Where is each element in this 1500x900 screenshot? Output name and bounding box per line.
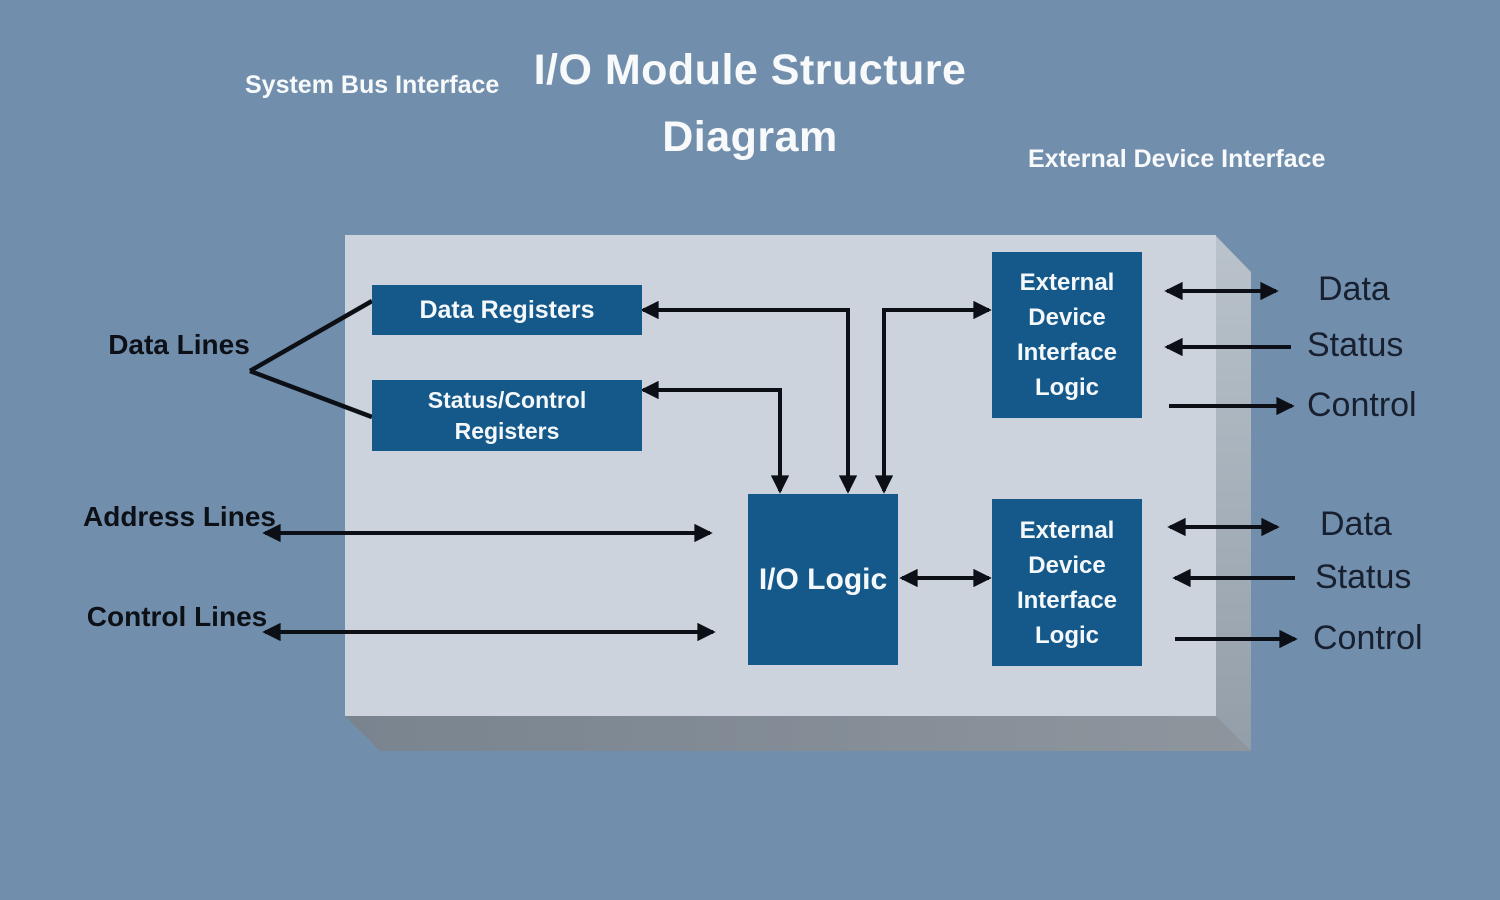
system-bus-interface-line1: System Bus bbox=[245, 71, 389, 99]
device-top-data-label: Data bbox=[1318, 269, 1390, 308]
control-lines-label: Control Lines bbox=[82, 598, 272, 636]
external-device-interface-line1: External Device bbox=[1028, 145, 1215, 173]
status-control-registers-block: Status/Control Registers bbox=[372, 380, 642, 451]
external-device-interface-label: External Device Interface bbox=[1028, 140, 1325, 179]
system-bus-interface-label: System Bus Interface bbox=[245, 66, 499, 105]
external-bottom-line1: External bbox=[1019, 516, 1115, 544]
system-bus-interface-line2: Interface bbox=[395, 71, 500, 99]
io-logic-block: I/O Logic bbox=[748, 494, 898, 665]
external-device-logic-top-block: External Device Interface Logic bbox=[992, 252, 1142, 418]
module-bottom-face bbox=[345, 716, 1251, 751]
data-lines-line2: Lines bbox=[176, 329, 250, 360]
external-device-interface-line2: Interface bbox=[1221, 145, 1326, 173]
data-registers-block: Data Registers bbox=[372, 285, 642, 335]
arrow-io-logic-external-top bbox=[874, 300, 992, 494]
arrow-status-registers-io-logic bbox=[640, 380, 790, 494]
external-top-line2: Device bbox=[1028, 304, 1106, 331]
address-lines-line1: Address bbox=[83, 501, 196, 532]
arrow-data-lines-fork-lower bbox=[249, 368, 373, 420]
page-title-line1: I/O Module Structure bbox=[533, 46, 967, 94]
arrow-data-registers-io-logic bbox=[640, 300, 858, 494]
module-right-face bbox=[1216, 236, 1251, 751]
control-lines-line2: Lines bbox=[194, 601, 268, 632]
external-top-line1: External bbox=[1019, 269, 1115, 296]
device-top-control-label: Control bbox=[1307, 385, 1417, 424]
device-bottom-data-label: Data bbox=[1320, 504, 1392, 543]
device-bottom-control-label: Control bbox=[1313, 618, 1423, 657]
arrows-layer bbox=[248, 281, 1298, 649]
address-lines-line2: Lines bbox=[202, 501, 276, 532]
device-top-status-label: Status bbox=[1307, 325, 1404, 364]
external-bottom-line2: Device bbox=[1028, 551, 1106, 579]
io-logic-label: I/O Logic bbox=[758, 562, 888, 596]
device-bottom-status-label: Status bbox=[1315, 557, 1412, 596]
status-control-line2: Registers bbox=[454, 417, 560, 444]
external-bottom-line4: Logic bbox=[1035, 621, 1099, 649]
external-top-line4: Logic bbox=[1035, 374, 1099, 401]
external-bottom-line3: Interface bbox=[1016, 586, 1118, 614]
page-title-line2: Diagram bbox=[662, 113, 838, 161]
address-lines-label: Address Lines bbox=[83, 498, 276, 536]
data-lines-label: Data Lines bbox=[84, 326, 274, 364]
control-lines-line1: Control bbox=[86, 601, 187, 632]
arrow-data-lines-fork-upper bbox=[248, 299, 374, 373]
data-lines-line1: Data bbox=[108, 329, 169, 360]
status-control-line1: Status/Control bbox=[427, 386, 587, 413]
external-top-line3: Interface bbox=[1016, 339, 1118, 366]
data-registers-label: Data Registers bbox=[419, 295, 595, 324]
external-device-logic-bottom-block: External Device Interface Logic bbox=[992, 499, 1142, 666]
